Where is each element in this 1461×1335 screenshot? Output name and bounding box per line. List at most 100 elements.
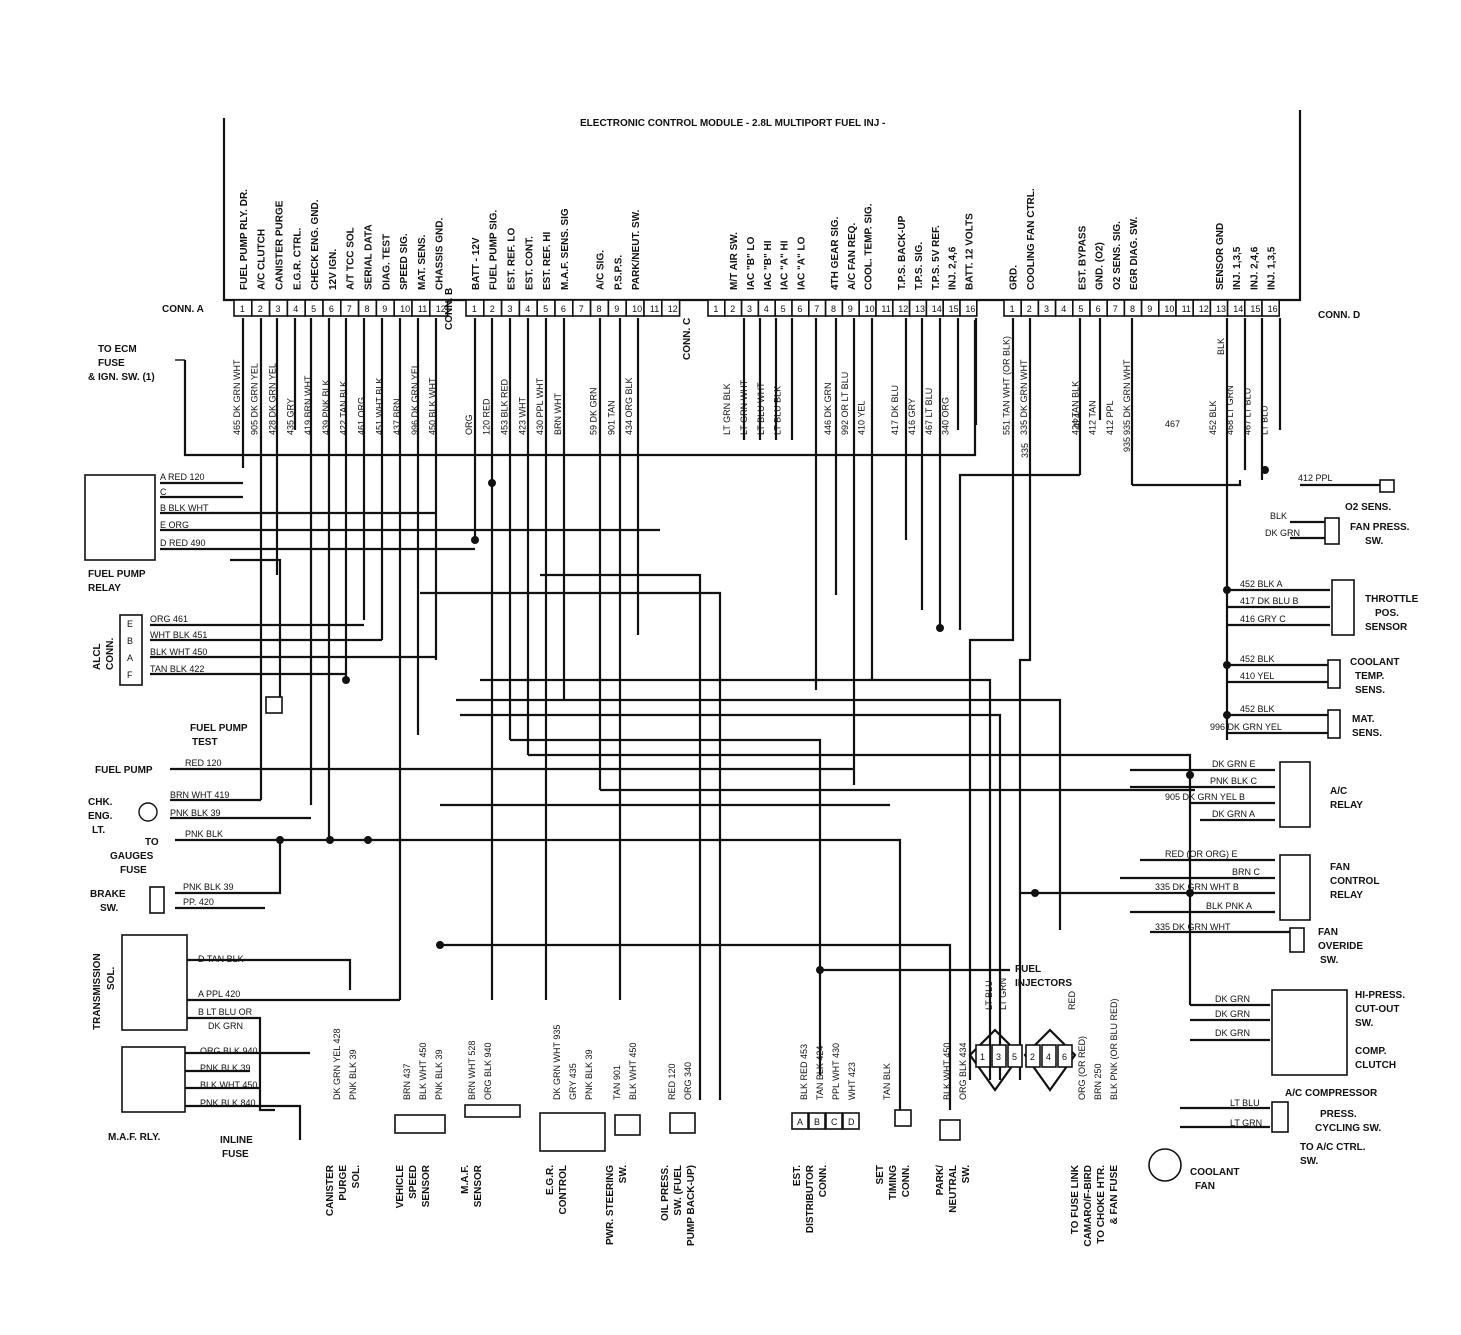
est-pin-b: B bbox=[814, 1117, 820, 1127]
bottom-wire-label: PNK BLK 39 bbox=[584, 1049, 594, 1100]
fuel-pump-relay: A RED 120 C B BLK WHT E ORG D RED 490 FU… bbox=[84, 472, 209, 594]
svg-text:MAT.: MAT. bbox=[1352, 714, 1375, 725]
pin-number: 4 bbox=[525, 304, 530, 314]
wire-label: 416 GRY bbox=[907, 398, 917, 435]
pin-label: CHASSIS GND. bbox=[435, 218, 446, 290]
wire-label: 422 TAN BLK bbox=[339, 381, 349, 435]
wire-label: 424 TAN BLK bbox=[1070, 381, 1080, 435]
svg-text:B LT BLU OR: B LT BLU OR bbox=[198, 1007, 253, 1017]
svg-text:6: 6 bbox=[1062, 1052, 1067, 1062]
bottom-component-label: SOL. bbox=[351, 1165, 362, 1189]
pin-number: 8 bbox=[831, 304, 836, 314]
gauges-fuse: TO GAUGES FUSE PNK BLK bbox=[110, 829, 223, 876]
pin-label: IAC "B" LO bbox=[746, 236, 757, 290]
bottom-wire-label: PPL WHT 430 bbox=[831, 1043, 841, 1100]
bottom-wire-label: DK GRN YEL 428 bbox=[332, 1028, 342, 1100]
pin-label: BATT. 12 VOLTS bbox=[964, 213, 975, 290]
pin-label: P.S.P.S. bbox=[613, 255, 624, 290]
bottom-component-label: & FAN FUSE bbox=[1109, 1165, 1120, 1225]
svg-text:CLUTCH: CLUTCH bbox=[1355, 1060, 1396, 1071]
bottom-component-label: TO FUSE LINK bbox=[1070, 1164, 1081, 1234]
pin-number: 8 bbox=[1130, 304, 1135, 314]
pin-number: 3 bbox=[1044, 304, 1049, 314]
svg-text:INLINE: INLINE bbox=[220, 1135, 253, 1146]
wire-label: 453 BLK RED bbox=[500, 378, 510, 435]
bottom-wire-label: BRN 250 bbox=[1093, 1063, 1103, 1100]
pin-label: IAC "B" HI bbox=[763, 240, 774, 290]
pin-box bbox=[959, 299, 978, 317]
svg-text:GAUGES: GAUGES bbox=[110, 851, 154, 862]
svg-text:BLK: BLK bbox=[1270, 511, 1287, 521]
pin-label: 4TH GEAR SIG. bbox=[830, 216, 841, 290]
wire-label: 430 PPL WHT bbox=[535, 377, 545, 435]
coolant-fan: COOLANT FAN bbox=[1148, 1148, 1239, 1192]
svg-text:FUSE: FUSE bbox=[120, 865, 147, 876]
pin-number: 6 bbox=[797, 304, 802, 314]
svg-text:LT.: LT. bbox=[92, 825, 105, 836]
svg-text:TEMP.: TEMP. bbox=[1355, 671, 1384, 682]
pin-label: INJ. 1,3,5 bbox=[1267, 246, 1278, 290]
wire-label: 467 LT BLU bbox=[1242, 388, 1252, 435]
bottom-component-label: OIL PRESS. bbox=[660, 1165, 671, 1221]
svg-text:RED 120: RED 120 bbox=[185, 758, 222, 768]
svg-text:ORG 461: ORG 461 bbox=[150, 614, 188, 624]
pin-label: T.P.S. BACK-UP bbox=[897, 215, 908, 290]
svg-text:OVERIDE: OVERIDE bbox=[1318, 941, 1363, 952]
svg-text:WHT BLK 451: WHT BLK 451 bbox=[150, 630, 207, 640]
inline-fuse: INLINE FUSE bbox=[220, 1135, 253, 1160]
svg-text:& IGN. SW. (1): & IGN. SW. (1) bbox=[88, 372, 155, 383]
svg-text:BRAKE: BRAKE bbox=[90, 889, 126, 900]
svg-text:A/C COMPRESSOR: A/C COMPRESSOR bbox=[1285, 1088, 1378, 1099]
pin-label: PARK/NEUT. SW. bbox=[631, 209, 642, 290]
wire-label: 419 BRN WHT bbox=[303, 375, 313, 435]
svg-text:DK GRN: DK GRN bbox=[1265, 528, 1300, 538]
svg-text:CUT-OUT: CUT-OUT bbox=[1355, 1004, 1399, 1015]
conn-a-label: CONN. A bbox=[162, 304, 204, 315]
svg-text:FUSE: FUSE bbox=[222, 1149, 249, 1160]
bottom-wire-label: BRN WHT 528 bbox=[467, 1041, 477, 1100]
svg-text:3: 3 bbox=[996, 1052, 1001, 1062]
svg-text:452 BLK: 452 BLK bbox=[1240, 704, 1275, 714]
pin-number: 1 bbox=[713, 304, 718, 314]
svg-text:FAN: FAN bbox=[1318, 927, 1338, 938]
pin-label: INJ. 2,4,6 bbox=[948, 246, 959, 290]
wire-label: 450 BLK WHT bbox=[428, 377, 438, 435]
svg-text:TEST: TEST bbox=[192, 737, 218, 748]
wire-label: 905 DK GRN YEL bbox=[250, 363, 260, 435]
wire-label: 434 ORG BLK bbox=[624, 377, 634, 435]
svg-text:COOLANT: COOLANT bbox=[1190, 1167, 1239, 1178]
pin-number: 1 bbox=[240, 304, 245, 314]
check-engine-light: CHK. ENG. LT. BRN WHT 419 PNK BLK 39 bbox=[88, 790, 229, 836]
pin-number: 13 bbox=[1216, 304, 1226, 314]
svg-text:SENS.: SENS. bbox=[1355, 685, 1385, 696]
wire-label: 439 PNK BLK bbox=[321, 379, 331, 435]
bottom-components bbox=[394, 1104, 961, 1152]
svg-text:LT BLU: LT BLU bbox=[1230, 1098, 1260, 1108]
svg-text:PRESS.: PRESS. bbox=[1320, 1109, 1357, 1120]
pin-label: CHECK ENG. GND. bbox=[310, 199, 321, 290]
fuel-injectors: 1 3 5 2 4 6 FUEL INJECTORS LT BLU LT GRN… bbox=[968, 964, 1077, 1092]
pin-number: 11 bbox=[650, 304, 659, 314]
svg-text:SW.: SW. bbox=[1355, 1018, 1374, 1029]
svg-text:DK GRN E: DK GRN E bbox=[1212, 759, 1256, 769]
bottom-component-label: PWR. STEERING bbox=[605, 1165, 616, 1245]
svg-text:FUEL PUMP: FUEL PUMP bbox=[95, 765, 153, 776]
svg-text:POS.: POS. bbox=[1375, 608, 1399, 619]
pin-number: 7 bbox=[814, 304, 819, 314]
pin-number: 10 bbox=[1164, 304, 1174, 314]
pin-label: O2 SENS. SIG. bbox=[1112, 221, 1123, 290]
maf-relay: M.A.F. RLY. ORG BLK 940 PNK BLK 39 BLK W… bbox=[108, 1046, 258, 1143]
pin-number: 5 bbox=[311, 304, 316, 314]
pin-box bbox=[1261, 299, 1281, 317]
ecm-title: ELECTRONIC CONTROL MODULE - 2.8L MULTIPO… bbox=[580, 118, 885, 129]
pin-label: 12V IGN. bbox=[328, 249, 339, 290]
pin-label: A/C FAN REQ. bbox=[847, 223, 858, 290]
wire-label: 452 BLK bbox=[1208, 400, 1218, 435]
bottom-component-label: M.A.F. bbox=[460, 1165, 471, 1194]
svg-text:FAN PRESS.: FAN PRESS. bbox=[1350, 522, 1410, 533]
wire-label: 410 YEL bbox=[857, 401, 867, 435]
conn-d-label: CONN. D bbox=[1318, 310, 1360, 321]
svg-text:417 DK BLU B: 417 DK BLU B bbox=[1240, 596, 1299, 606]
svg-text:LT BLU: LT BLU bbox=[984, 980, 994, 1010]
